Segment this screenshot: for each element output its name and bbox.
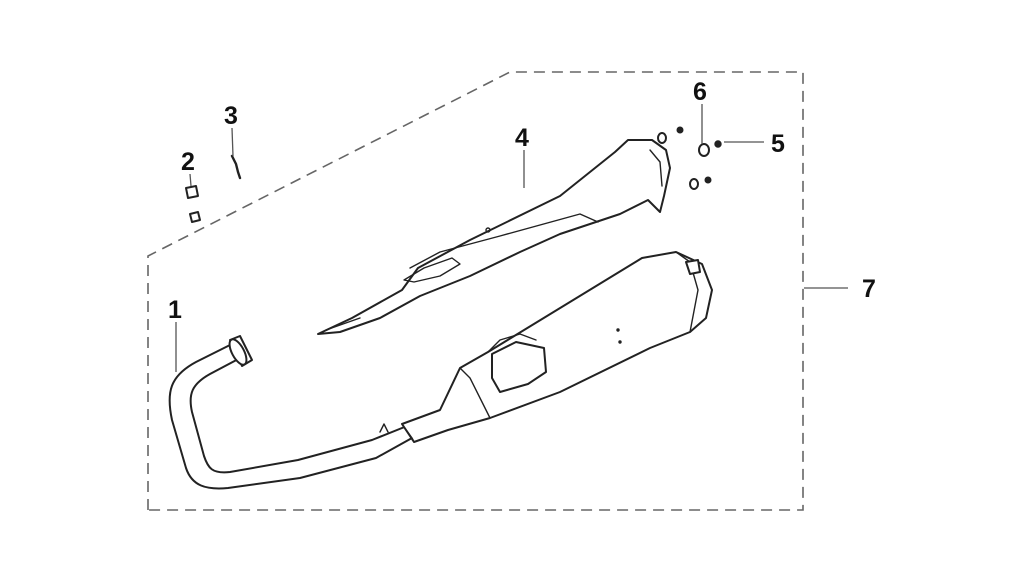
part-heat-shield <box>317 139 671 335</box>
part-bolts <box>676 126 722 184</box>
leader-2 <box>189 173 192 187</box>
callout-3: 3 <box>224 102 238 130</box>
assembly-boundary <box>147 71 804 511</box>
callout-7: 7 <box>862 275 876 303</box>
callout-1: 1 <box>168 296 182 324</box>
callout-6: 6 <box>693 78 707 106</box>
part-muffler <box>401 251 713 443</box>
part-exhaust-pipe <box>168 335 413 490</box>
part-washers <box>657 132 710 190</box>
callout-2: 2 <box>181 148 195 176</box>
leader-3 <box>231 127 234 157</box>
callout-5: 5 <box>771 130 785 158</box>
part-clip-nut <box>185 185 201 223</box>
part-pin <box>230 154 242 180</box>
callout-4: 4 <box>515 124 529 152</box>
